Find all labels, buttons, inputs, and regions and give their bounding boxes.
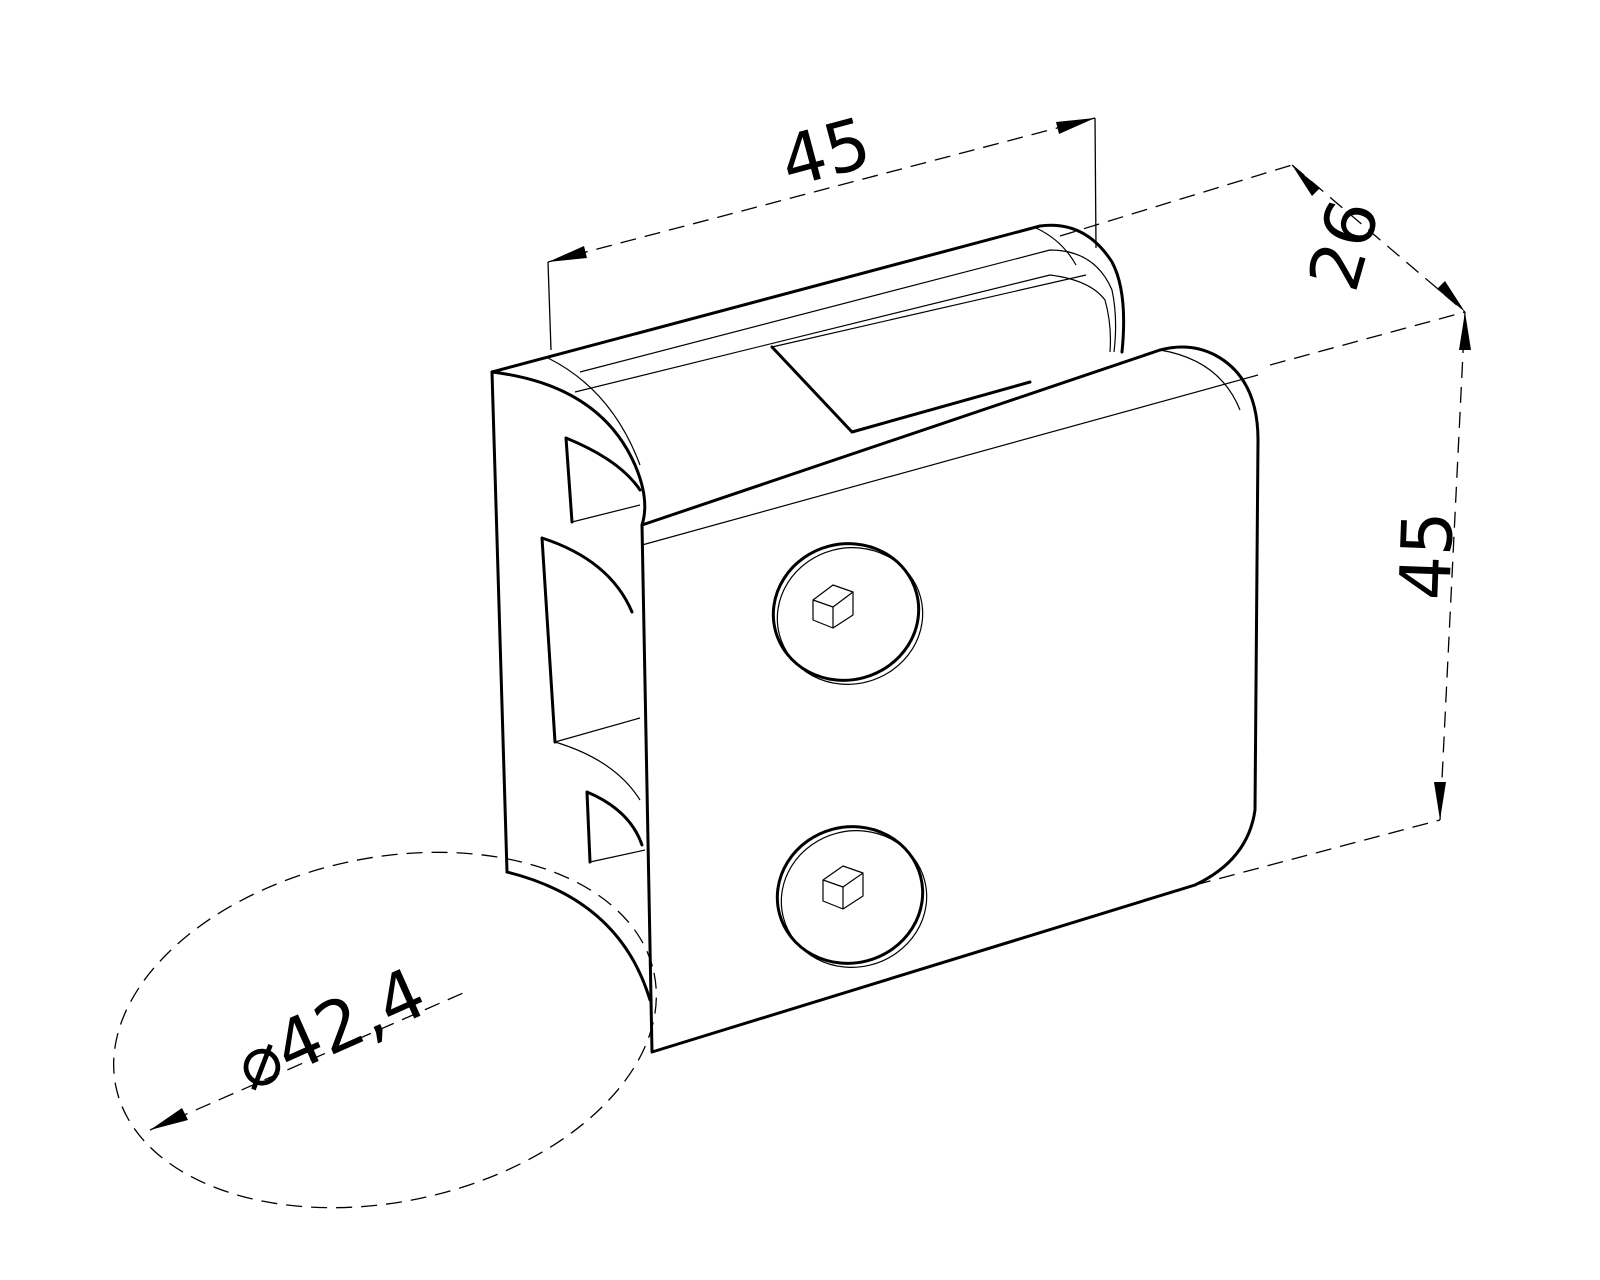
saddle-cutout-middle-inner: [554, 717, 641, 801]
arrow-left: [150, 1108, 188, 1130]
saddle-cutout-bottom: [585, 790, 644, 864]
glass-slot-edge: [771, 274, 1087, 348]
back-plate-inner-line-2: [574, 274, 1112, 393]
saddle-curve-top-inner: [547, 357, 641, 466]
clamp-body: [490, 223, 1260, 1054]
glass-slot-outline: [770, 345, 1032, 434]
pipe-diameter-ellipse: [112, 851, 658, 1209]
saddle-curve-bottom: [505, 870, 652, 1002]
dimension-pipe-label: ⌀42,4: [223, 952, 437, 1107]
bolt-bottom: [775, 825, 928, 968]
arrow-right: [1056, 118, 1095, 134]
arrow-bottom: [1434, 782, 1446, 820]
hex-socket-icon: [822, 865, 864, 910]
saddle-cutout-top: [564, 436, 642, 524]
front-plate-bevel: [1159, 349, 1241, 411]
saddle-cutout-top-inner: [571, 504, 641, 523]
saddle-cutout-bottom-inner: [589, 849, 646, 863]
dimension-depth: 26: [1059, 164, 1466, 366]
dimension-height: 45: [1194, 311, 1471, 886]
front-plate-face-edge: [641, 374, 1259, 546]
hex-socket-icon: [812, 584, 854, 629]
back-plate-seam: [1035, 227, 1077, 266]
saddle-cutout-middle: [540, 536, 634, 744]
saddle-left-edge: [490, 370, 509, 874]
back-plate-inner-line: [579, 249, 1117, 373]
front-plate-outline: [640, 345, 1260, 1054]
dimension-pipe-diameter: ⌀42,4: [112, 851, 658, 1209]
back-plate-top-edge: [490, 223, 1126, 374]
dimension-depth-label: 26: [1293, 191, 1396, 299]
bolt-top: [771, 542, 924, 685]
arrow-top: [1292, 165, 1320, 196]
dimension-height-label: 45: [1384, 510, 1469, 602]
arrow-top: [1459, 312, 1471, 350]
arrow-bottom: [1437, 281, 1465, 312]
dimension-width: 45: [547, 102, 1097, 351]
saddle-curve-top: [490, 370, 647, 527]
arrow-left: [548, 246, 587, 262]
dimension-width-label: 45: [772, 102, 879, 204]
